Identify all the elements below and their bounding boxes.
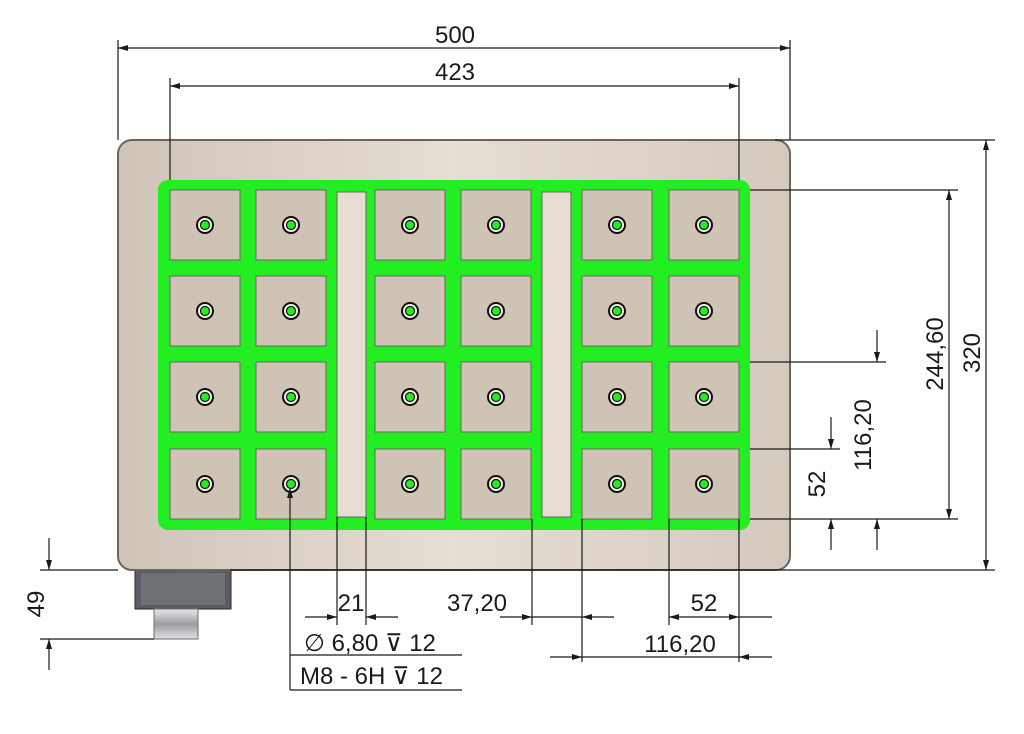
hole-inner [404, 219, 416, 231]
pole-3-5 [581, 361, 653, 433]
hole-note-line-2: M8 - 6H ⊽ 12 [300, 663, 443, 690]
pole-3-6 [668, 361, 740, 433]
pole-1-2 [255, 189, 327, 261]
hole-inner [199, 391, 211, 403]
pole-1-3 [374, 189, 446, 261]
dim-pole-size-vertical: 52 [804, 471, 831, 498]
hole-inner [199, 305, 211, 317]
dim-gap-pitch: 37,20 [447, 590, 507, 617]
hole-inner [490, 391, 502, 403]
hole-inner [611, 219, 623, 231]
pole-3-3 [374, 361, 446, 433]
hole-note-line-1: ∅ 6,80 ⊽ 12 [304, 630, 436, 657]
pole-1-4 [460, 189, 532, 261]
dim-gap-width: 21 [338, 590, 365, 617]
hole-inner [698, 478, 710, 490]
pole-2-2 [255, 275, 327, 347]
pole-2-4 [460, 275, 532, 347]
hole-inner [285, 391, 297, 403]
hole-inner [698, 391, 710, 403]
pole-3-1 [169, 361, 241, 433]
hole-inner [611, 305, 623, 317]
hole-inner [490, 219, 502, 231]
hole-inner [490, 305, 502, 317]
hole-inner [698, 219, 710, 231]
hole-inner [698, 305, 710, 317]
dim-overall-width: 500 [435, 22, 475, 49]
pole-2-5 [581, 275, 653, 347]
hole-inner [199, 219, 211, 231]
pole-1-6 [668, 189, 740, 261]
hole-inner [285, 478, 297, 490]
separator-slot-2 [541, 191, 572, 518]
pole-3-2 [255, 361, 327, 433]
pole-4-2 [255, 448, 327, 520]
dim-pole-size-horizontal: 52 [691, 590, 718, 617]
pole-4-4 [460, 448, 532, 520]
magnetic-field [158, 180, 750, 530]
dim-pole-pitch-vertical: 116,20 [850, 399, 877, 471]
pole-4-1 [169, 448, 241, 520]
hole-inner [490, 478, 502, 490]
pole-square [460, 275, 532, 347]
pole-1-5 [581, 189, 653, 261]
pole-2-3 [374, 275, 446, 347]
dim-pole-span-width: 423 [435, 59, 475, 86]
dim-overall-height: 320 [959, 333, 986, 373]
hole-inner [611, 478, 623, 490]
pole-1-1 [169, 189, 241, 261]
hole-inner [404, 305, 416, 317]
pole-4-5 [581, 448, 653, 520]
dim-pole-pitch-horizontal: 116,20 [644, 631, 716, 658]
hole-inner [404, 478, 416, 490]
hole-inner [404, 391, 416, 403]
connector-pin [153, 608, 199, 640]
pole-grid [169, 189, 740, 520]
hole-inner [199, 478, 211, 490]
pole-4-3 [374, 448, 446, 520]
hole-inner [285, 305, 297, 317]
hole-inner [611, 391, 623, 403]
pole-2-6 [668, 275, 740, 347]
dim-connector-height: 49 [23, 591, 50, 618]
connector [134, 568, 232, 640]
pole-2-1 [169, 275, 241, 347]
dimension-lines [40, 40, 995, 691]
pole-4-6 [668, 448, 740, 520]
dim-pole-span-height: 244,60 [922, 317, 949, 390]
separator-slot-1 [336, 191, 367, 518]
pole-3-4 [460, 361, 532, 433]
hole-inner [285, 219, 297, 231]
